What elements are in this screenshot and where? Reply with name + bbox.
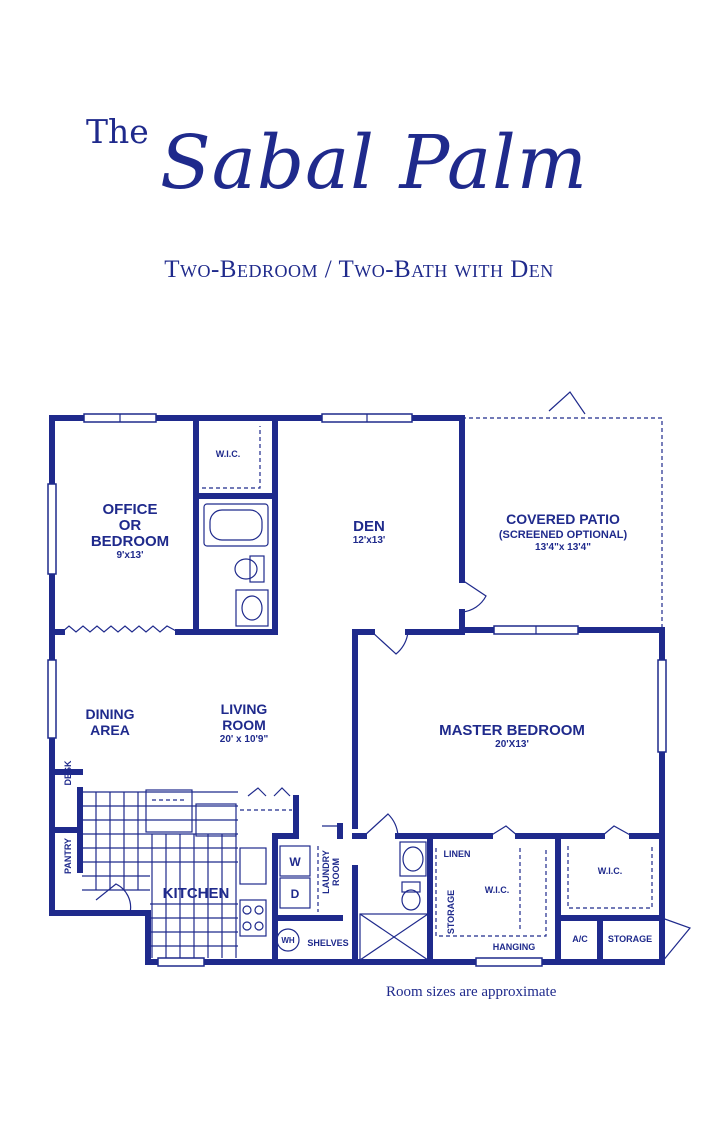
kitchen-tile	[82, 791, 238, 958]
label-water-heater: WH	[281, 936, 295, 945]
label-laundry-room: ROOM	[331, 858, 341, 886]
label-storage-closet: STORAGE	[446, 890, 456, 934]
label-kitchen: KITCHEN	[163, 885, 230, 902]
label-dining: DINING	[86, 706, 135, 722]
label-area: AREA	[90, 722, 130, 738]
room-size-note: Room sizes are approximate	[386, 984, 557, 1000]
fixtures	[145, 426, 653, 961]
plan-subtitle: Two-Bedroom / Two-Bath with Den	[164, 256, 554, 283]
label-office-size: 9'x13'	[116, 550, 143, 561]
label-wic-1: W.I.C.	[216, 449, 241, 459]
label-patio: COVERED PATIO	[506, 511, 620, 527]
windows	[47, 413, 667, 967]
interior-walls	[49, 415, 665, 965]
label-room: ROOM	[222, 717, 266, 733]
label-patio-size: 13'4"x 13'4"	[535, 542, 591, 553]
title-prefix: The	[86, 112, 149, 151]
label-or: OR	[119, 517, 142, 534]
label-laundry: LAUNDRY	[321, 850, 331, 894]
label-storage: STORAGE	[608, 934, 652, 944]
room-labels: OFFICE OR BEDROOM 9'x13' W.I.C. DEN 12'x…	[63, 449, 652, 952]
label-wic-3: W.I.C.	[598, 866, 623, 876]
label-linen: LINEN	[444, 849, 471, 859]
label-wic-2: W.I.C.	[485, 885, 510, 895]
label-den: DEN	[353, 518, 385, 535]
label-shelves: SHELVES	[307, 938, 348, 948]
patio-outline	[461, 417, 663, 630]
label-patio-screen: (SCREENED OPTIONAL)	[499, 529, 628, 541]
label-desk: DESK	[63, 760, 73, 786]
label-hanging: HANGING	[493, 942, 536, 952]
label-pantry: PANTRY	[63, 838, 73, 874]
label-washer: W	[289, 855, 301, 869]
label-dryer: D	[291, 887, 300, 901]
label-master: MASTER BEDROOM	[439, 722, 585, 739]
label-living: LIVING	[221, 701, 268, 717]
label-den-size: 12'x13'	[353, 535, 386, 546]
label-master-size: 20'X13'	[495, 739, 529, 750]
label-office: OFFICE	[103, 501, 158, 518]
doors	[61, 391, 692, 963]
label-bedroom: BEDROOM	[91, 533, 169, 550]
plan-name: Sabal Palm	[160, 120, 588, 206]
label-ac: A/C	[572, 934, 588, 944]
label-living-size: 20' x 10'9"	[220, 734, 269, 745]
